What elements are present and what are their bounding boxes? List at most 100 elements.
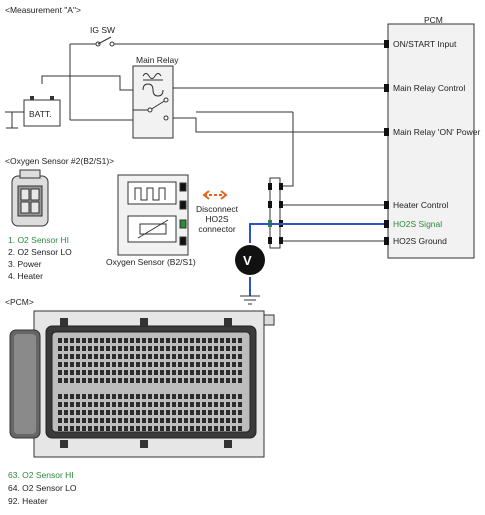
pcm-pin [166,426,170,431]
pcm-pin [154,402,158,407]
pcm-pin [100,370,104,375]
pcm-pin [184,362,188,367]
pcm-pin [100,418,104,423]
pcm-pin [196,378,200,383]
pcm-pin [142,426,146,431]
pcm-pin [208,402,212,407]
pcm-pin [130,410,134,415]
pcm-pin [178,378,182,383]
pcm-pin [88,418,92,423]
pcm-pin [238,362,242,367]
pcm-pin [118,346,122,351]
pcm-pin [238,338,242,343]
pcm-pin [130,418,134,423]
pcm-pin [226,410,230,415]
pcm-pin [184,418,188,423]
pcm-pin [238,346,242,351]
pcm-pin [154,362,158,367]
pcm-pin [226,362,230,367]
pcm-pin [208,426,212,431]
pcm-pin [190,394,194,399]
pcm-pin [184,402,188,407]
pcm-pin [70,394,74,399]
pcm-pin [130,402,134,407]
pcm-pin [124,410,128,415]
pcm-pin [142,378,146,383]
pcm-pin [106,346,110,351]
pcm-pin [100,362,104,367]
pcm-pin [220,402,224,407]
pcm-pin [64,370,68,375]
pcm-pin [196,370,200,375]
o2-connector-pin: 2. O2 Sensor LO [8,247,72,257]
pcm-pin [220,362,224,367]
pcm-pin [226,370,230,375]
pcm-pin [214,354,218,359]
ground-symbol [240,295,260,305]
pcm-pin [172,370,176,375]
pcm-pin [106,394,110,399]
pcm-pin [58,338,62,343]
pcm-pin [94,410,98,415]
pcm-pin [112,426,116,431]
pcm-pin [58,426,62,431]
pcm-pin [166,394,170,399]
pcm-pin [214,418,218,423]
pcm-pin [64,418,68,423]
pcm-pin [112,402,116,407]
pcm-pin [196,354,200,359]
pcm-pin [196,362,200,367]
pcm-pin [142,394,146,399]
pcm-pin [106,354,110,359]
pcm-pin [148,338,152,343]
pcm-pin [94,338,98,343]
pcm-pin [214,338,218,343]
voltmeter-symbol [235,245,265,275]
pcm-pin [130,362,134,367]
pcm-pin [118,402,122,407]
pcm-pin [220,378,224,383]
pcm-pin [58,346,62,351]
pcm-pin [82,346,86,351]
pcm-pin [124,354,128,359]
pcm-pin [106,402,110,407]
pcm-pin [88,394,92,399]
pcm-pin [178,394,182,399]
pcm-pin [76,410,80,415]
pcm-pin [178,338,182,343]
pcm-pin [184,338,188,343]
pcm-pin [190,378,194,383]
battery-label: BATT. [29,109,52,119]
pcm-pin [70,370,74,375]
pcm-pin [106,370,110,375]
pcm-pin [136,410,140,415]
pcm-pin [76,346,80,351]
pcm-pin [178,346,182,351]
pcm-pin [82,426,86,431]
pcm-pin [94,426,98,431]
pcm-pin [112,354,116,359]
pcm-pin [166,418,170,423]
pcm-pin [58,394,62,399]
pcm-pin [208,394,212,399]
pcm-pin [220,346,224,351]
pcm-pin [70,338,74,343]
pcm-pin [196,410,200,415]
pcm-pin [238,378,242,383]
pcm-pin [208,354,212,359]
pcm-pin [130,338,134,343]
measurement-title: <Measurement "A"> [5,5,81,15]
pcm-pin [76,378,80,383]
pcm-pin [154,338,158,343]
pcm-pin [208,362,212,367]
pcm-pin [88,354,92,359]
battery-symbol [5,96,61,129]
pcm-pin [226,402,230,407]
pcm-pin-label: Main Relay Control [393,83,466,93]
pcm-pin [154,410,158,415]
pcm-pin [154,418,158,423]
pcm-pin-label: Main Relay 'ON' Power [393,127,481,137]
pcm-pin [190,346,194,351]
pcm-pin [172,362,176,367]
